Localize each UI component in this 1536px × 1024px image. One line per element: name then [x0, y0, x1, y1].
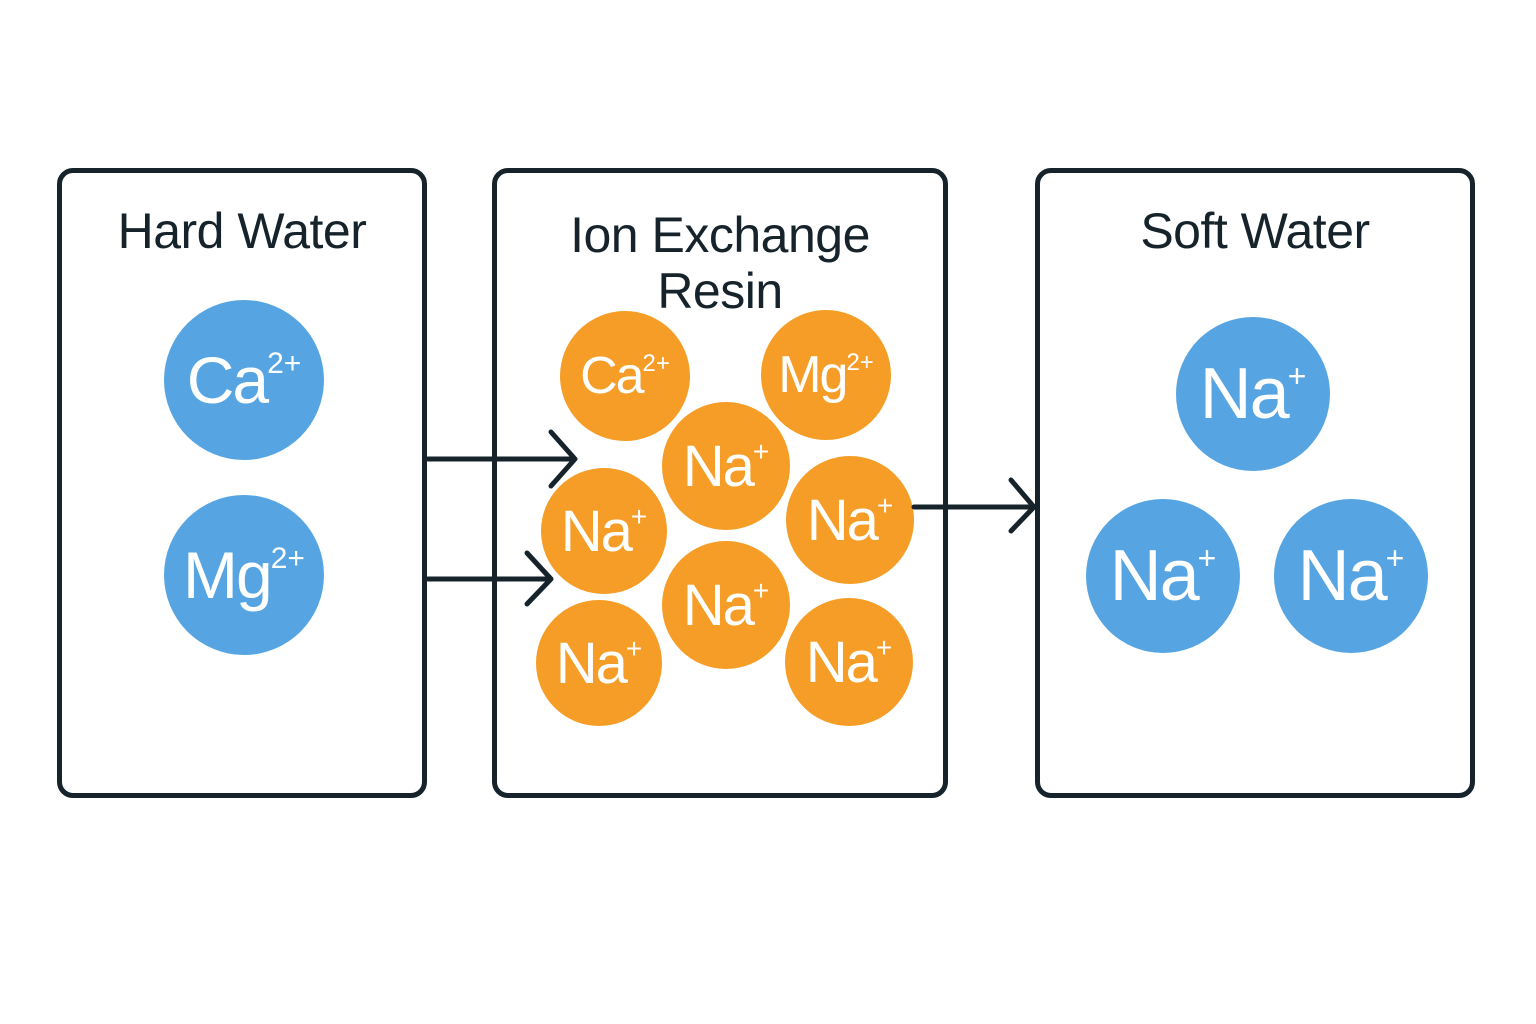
soft-ion-sodium: Na+ [1274, 499, 1428, 653]
ion-symbol: Na [806, 487, 879, 553]
ion-charge: + [1197, 539, 1217, 576]
ion-symbol: Na [805, 629, 878, 695]
ion-symbol: Na [555, 630, 628, 696]
hard-water-title: Hard Water [117, 203, 367, 259]
ion-charge: + [630, 501, 648, 532]
soft-ion-sodium: Na+ [1086, 499, 1240, 653]
ion-charge: + [1385, 539, 1405, 576]
ion-symbol: Na [1199, 354, 1290, 434]
ion-symbol: Ca [580, 347, 645, 405]
ion-charge: 2+ [846, 349, 874, 376]
resin-title: Ion Exchange Resin [497, 207, 943, 319]
ion-charge: 2+ [642, 350, 670, 377]
resin-ion-sodium: Na+ [541, 468, 667, 594]
soft-water-panel: Soft Water [1035, 168, 1475, 798]
soft-ion-sodium: Na+ [1176, 317, 1330, 471]
resin-title-line2: Resin [657, 263, 783, 319]
ion-charge: + [1287, 357, 1307, 394]
ion-charge: + [752, 575, 770, 606]
soft-water-title: Soft Water [1140, 203, 1370, 259]
ion-charge: + [876, 490, 894, 521]
resin-ion-sodium: Na+ [785, 598, 913, 726]
ion-charge: + [752, 436, 770, 467]
resin-ion-sodium: Na+ [662, 541, 790, 669]
ion-symbol: Ca [186, 343, 269, 417]
ion-symbol: Mg [183, 538, 273, 612]
ion-symbol: Mg [778, 346, 848, 404]
ion-symbol: Na [1297, 536, 1388, 616]
resin-ion-sodium: Na+ [662, 402, 790, 530]
hard-water-panel: Hard Water [57, 168, 427, 798]
ion-symbol: Na [682, 572, 755, 638]
ion-symbol: Na [560, 498, 633, 564]
resin-ion-sodium: Na+ [536, 600, 662, 726]
ion-charge: 2+ [267, 347, 302, 380]
resin-title-line1: Ion Exchange [570, 207, 870, 263]
ion-symbol: Na [682, 433, 755, 499]
ion-charge: 2+ [270, 542, 305, 575]
resin-ion-sodium: Na+ [786, 456, 914, 584]
ion-charge: + [625, 633, 643, 664]
ion-symbol: Na [1109, 536, 1200, 616]
ion-charge: + [875, 632, 893, 663]
